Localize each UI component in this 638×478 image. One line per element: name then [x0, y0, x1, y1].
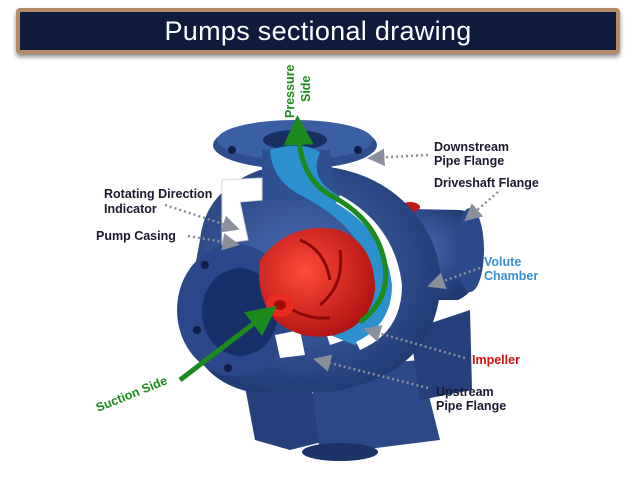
flow-arrows — [178, 115, 389, 382]
label-upstream-flange-1: Upstream — [436, 385, 494, 399]
page-title: Pumps sectional drawing — [164, 15, 472, 46]
label-pressure-side-2: Side — [299, 76, 313, 102]
title-bar: Pumps sectional drawing — [16, 8, 620, 54]
leader-lines — [164, 148, 499, 390]
label-pump-casing: Pump Casing — [96, 229, 176, 243]
label-downstream-flange-1: Downstream — [434, 140, 509, 154]
label-volute-chamber-2: Chamber — [484, 269, 538, 283]
label-upstream-flange-2: Pipe Flange — [436, 399, 506, 413]
label-suction-side: Suction Side — [94, 373, 169, 414]
label-impeller: Impeller — [472, 353, 520, 367]
label-downstream-flange-2: Pipe Flange — [434, 154, 504, 168]
label-volute-chamber-1: Volute — [484, 255, 521, 269]
label-rotating-direction-2: Indicator — [104, 202, 157, 216]
label-rotating-direction-1: Rotating Direction — [104, 187, 212, 201]
label-pressure-side-1: Pressure — [283, 64, 297, 118]
impeller — [259, 228, 375, 337]
label-driveshaft-flange: Driveshaft Flange — [434, 176, 539, 190]
